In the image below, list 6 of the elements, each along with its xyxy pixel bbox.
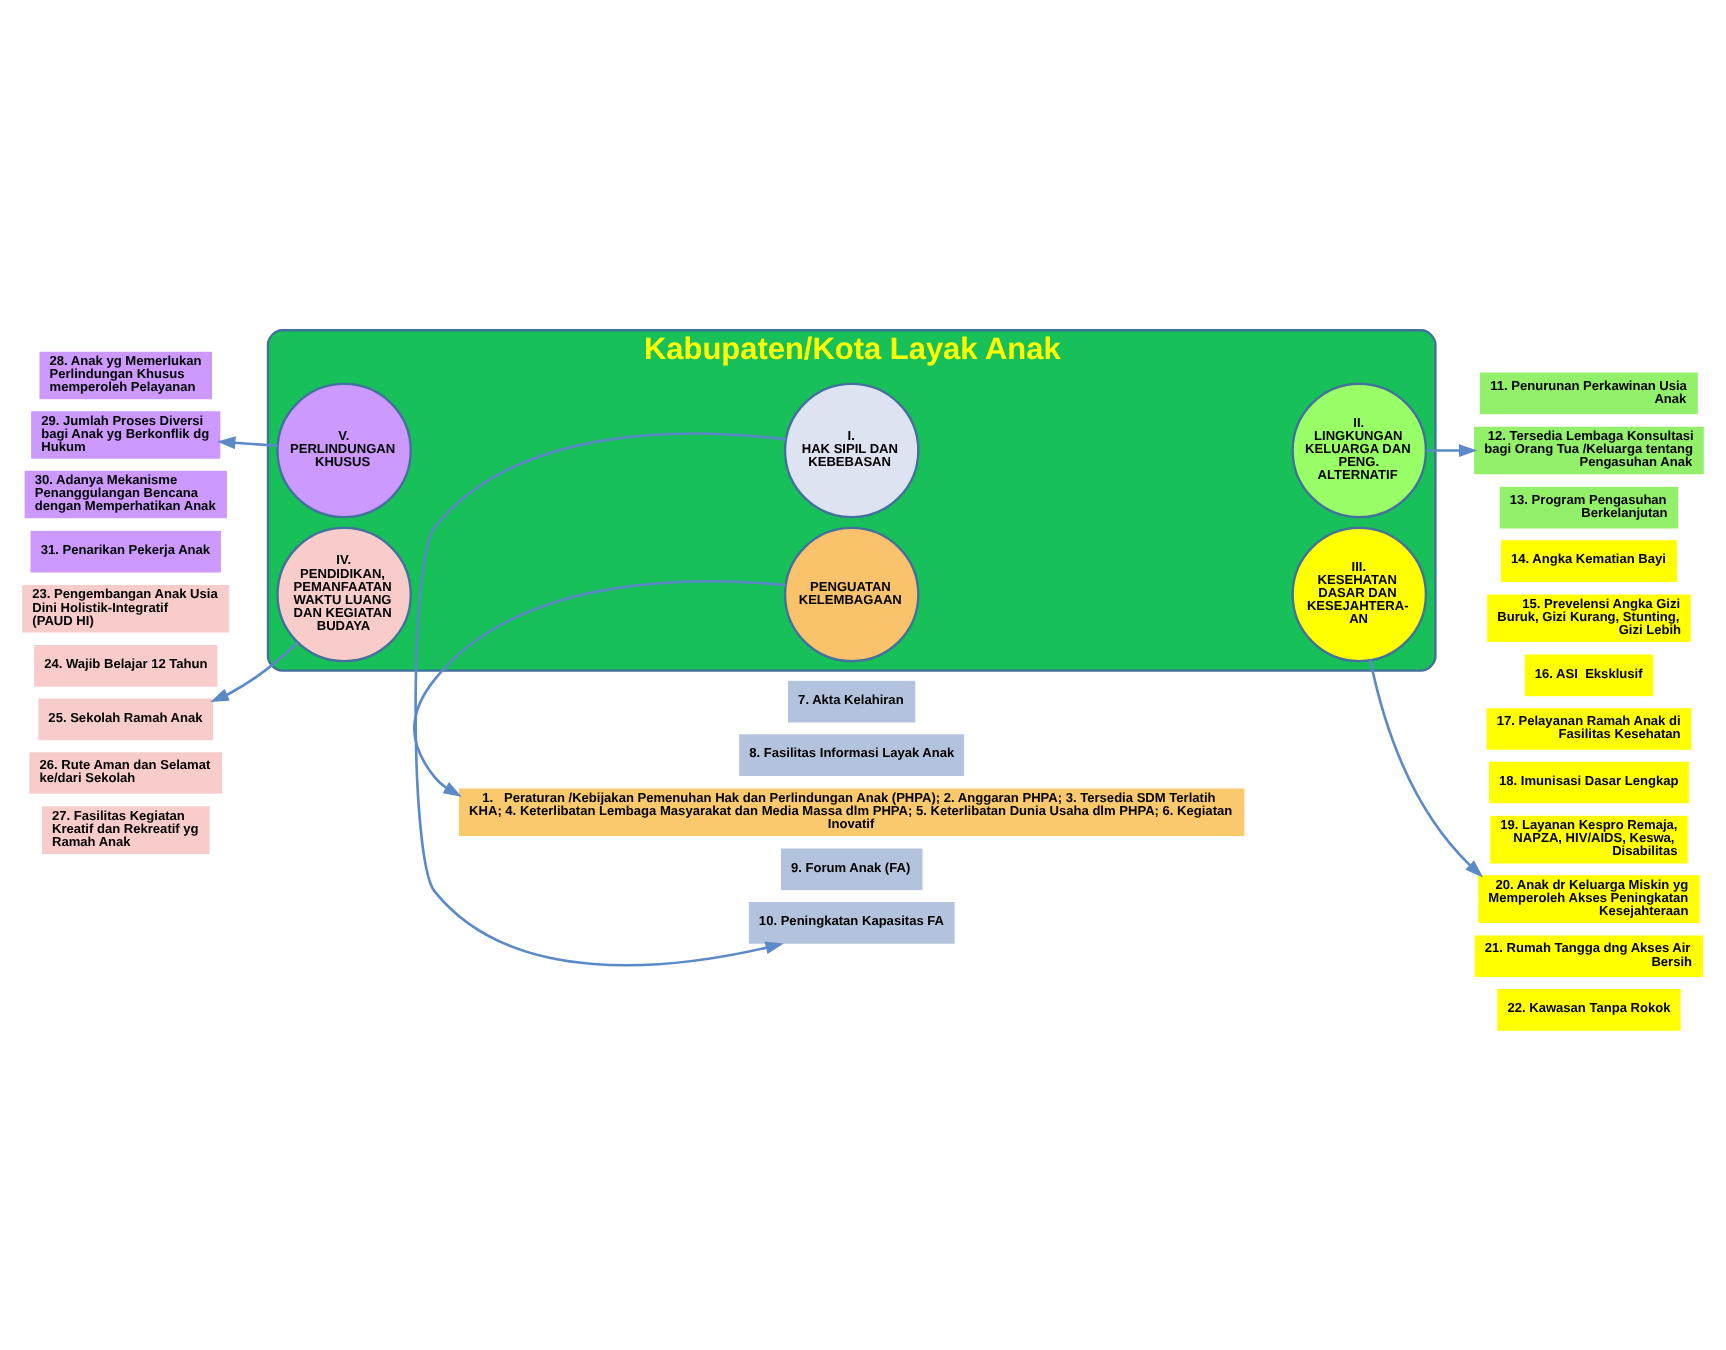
arrow (413, 579, 786, 796)
arrow (1426, 443, 1478, 456)
arrow (217, 435, 278, 449)
arrow (210, 640, 299, 702)
arrow (1369, 659, 1484, 877)
arrow (414, 431, 787, 966)
